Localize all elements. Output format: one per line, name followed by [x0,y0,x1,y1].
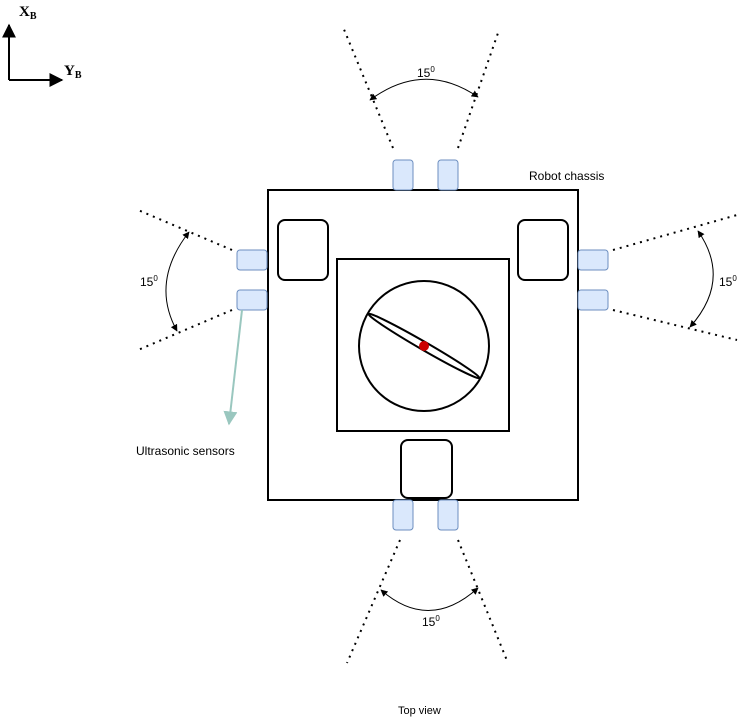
wheel-front-right [517,219,569,281]
fov-bottom-left [346,539,401,664]
angle-arc-top [369,78,479,101]
fov-right-lower [612,309,738,341]
fov-top-right [457,32,499,149]
center-dot [419,341,429,351]
fov-top-left [342,26,394,149]
angle-arc-right [689,230,714,328]
angle-label-right: 150 [719,274,737,289]
wheel-front-left [277,219,329,281]
angle-arc-bottom [380,587,479,611]
ultrasonic-sensors [236,159,609,531]
angle-label-top: 150 [417,65,435,80]
view-caption: Top view [398,705,441,717]
sensor-bottom-left [392,499,414,531]
sensor-top-right [437,159,459,191]
sensors-label: Ultrasonic sensors [136,444,235,458]
chassis-label: Robot chassis [529,169,604,183]
fov-bottom-right [457,539,509,664]
sensor-left-upper [236,249,268,271]
sensor-top-left [392,159,414,191]
sensor-bottom-right [437,499,459,531]
angle-arcs [165,78,714,611]
y-axis-label: YB [64,63,82,81]
sensor-pointer-arrow [223,309,243,426]
fov-left-upper [137,209,233,251]
coordinate-frame: XB YB [1,4,82,87]
sensor-left-lower [236,289,268,311]
sensor-right-lower [577,289,609,311]
fov-lines [137,26,738,664]
fov-left-lower [137,309,233,351]
angle-arc-left [165,231,190,332]
angle-label-left: 150 [140,274,158,289]
sensor-right-upper [577,249,609,271]
wheel-rear [400,439,453,499]
angle-label-bottom: 150 [422,614,440,629]
fov-right-upper [612,214,738,251]
x-axis-label: XB [19,4,37,22]
